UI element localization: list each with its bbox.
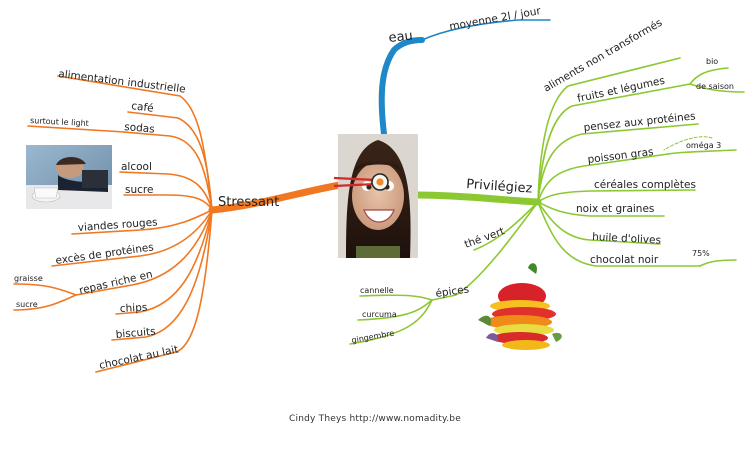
good-epices-sub-gingembre: gingembre — [351, 329, 395, 345]
omega-link-dashed — [663, 136, 713, 151]
stress-item-exces: excès de protéines — [55, 241, 155, 267]
branch-sucre — [123, 194, 213, 211]
branch-noix — [537, 201, 665, 217]
branch-chocolat-noir-note — [699, 259, 737, 267]
branch-privilegiez — [349, 57, 745, 345]
credit-footer: Cindy Theys http://www.nomadity.be — [289, 414, 461, 424]
stress-item-cafe: café — [131, 100, 155, 115]
branch-cereales — [537, 189, 696, 203]
good-item-the: thé vert — [463, 225, 506, 251]
stressant-main-branch — [208, 181, 344, 214]
branch-curcuma — [357, 299, 433, 321]
branch-sodas — [123, 131, 213, 211]
stress-item-repas: repas riche en — [78, 268, 154, 297]
branch-stressant — [13, 75, 344, 373]
branch-sodas-note — [27, 125, 125, 133]
stress-item-chips: chips — [120, 302, 148, 315]
branch-graisse — [13, 283, 77, 296]
branch-moyenne — [421, 19, 551, 41]
branch-bio — [689, 67, 729, 85]
stress-item-chocolat-lait: chocolat au lait — [98, 343, 179, 372]
branch-fruits — [537, 83, 691, 203]
branch-cafe — [127, 111, 213, 211]
branch-huile — [537, 201, 661, 245]
stress-item-alcool: alcool — [121, 161, 152, 173]
branch-biscuits — [111, 209, 213, 341]
good-epices-sub-curcuma: curcuma — [362, 310, 397, 319]
branch-saison — [689, 83, 745, 93]
good-item-huile: huile d'olives — [592, 231, 661, 247]
good-item-fruits: fruits et légumes — [576, 75, 666, 105]
stress-item-alimentation: alimentation industrielle — [58, 68, 187, 96]
branch-gingembre — [349, 299, 433, 345]
good-poisson-note: oméga 3 — [686, 140, 721, 150]
stress-item-biscuits: biscuits — [115, 326, 156, 341]
good-fruits-sub-saison: de saison — [696, 82, 734, 91]
branch-viandes — [71, 209, 213, 235]
branch-repas — [75, 209, 213, 296]
stressant-label: Stressant — [218, 195, 279, 210]
branch-epices — [431, 201, 539, 301]
stress-item-sodas: sodas — [124, 121, 155, 136]
branch-aliments — [537, 57, 681, 203]
stress-repas-sub-graisse: graisse — [14, 274, 43, 283]
stress-item-viandes: viandes rouges — [77, 216, 158, 234]
branch-cannelle — [359, 294, 433, 301]
eau-item-moyenne: moyenne 2l / jour — [448, 5, 542, 33]
branch-poisson — [537, 153, 669, 203]
branch-exces — [51, 209, 213, 267]
branch-eau — [378, 19, 551, 137]
branch-chocolat-noir — [537, 201, 701, 267]
branch-proteines — [537, 123, 699, 203]
privilegiez-main-branch — [414, 191, 542, 206]
vegetable-stack-photo — [478, 263, 562, 350]
branch-repas-sucre — [13, 294, 77, 311]
branch-alcool — [119, 171, 213, 211]
eau-label: eau — [388, 29, 414, 46]
good-item-poisson: poisson gras — [587, 146, 654, 166]
branch-chocolat-lait — [95, 209, 213, 373]
branch-chips — [115, 209, 213, 315]
good-item-noix: noix et graines — [576, 203, 654, 215]
branch-omega — [667, 149, 737, 155]
stress-repas-sub-sucre: sucre — [16, 300, 38, 309]
eau-main-branch — [378, 37, 425, 137]
good-item-proteines: pensez aux protéines — [583, 110, 696, 134]
privilegiez-label: Privilégiez — [466, 177, 533, 197]
good-item-cereales: céréales complètes — [594, 179, 696, 191]
tired-man-photo — [26, 145, 112, 209]
good-item-chocolat-noir: chocolat noir — [590, 254, 659, 266]
branch-the — [473, 201, 539, 251]
good-epices-sub-cannelle: cannelle — [360, 286, 394, 295]
central-face-photo — [333, 134, 418, 258]
stress-item-sucre: sucre — [125, 184, 153, 196]
good-fruits-sub-bio: bio — [706, 57, 718, 66]
good-item-epices: épices — [435, 283, 470, 300]
good-chocolat-noir-note: 75% — [692, 249, 710, 258]
stress-sodas-note: surtout le light — [30, 116, 89, 128]
